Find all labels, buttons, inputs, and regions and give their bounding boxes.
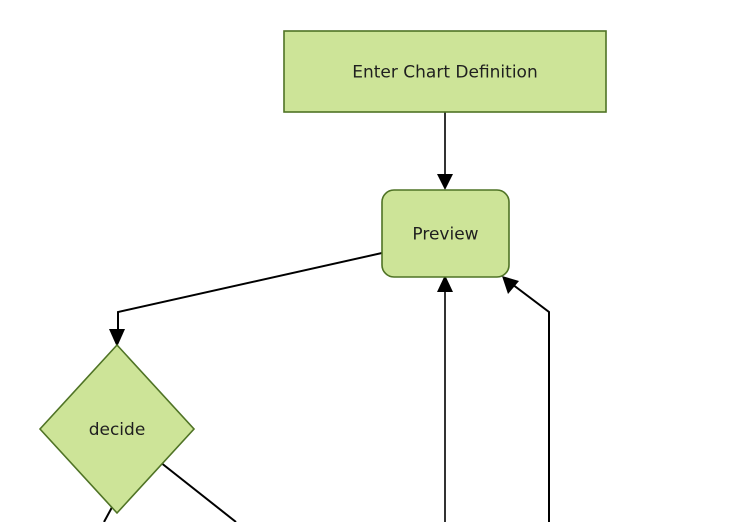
arrowhead-bottom-center-to-preview — [437, 275, 453, 292]
edge-group — [103, 112, 550, 522]
node-preview[interactable]: Preview — [381, 189, 510, 278]
node-group: Enter Chart Definition Preview decide — [38, 30, 607, 515]
node-preview-shape[interactable] — [381, 189, 510, 278]
edge-enter-to-preview — [437, 112, 453, 190]
node-enter-chart-definition[interactable]: Enter Chart Definition — [283, 30, 607, 113]
arrowhead-enter-to-preview — [437, 174, 453, 190]
edge-line-preview-to-decide — [117, 252, 383, 338]
edge-bottom-center-to-preview — [437, 275, 453, 522]
edge-bottom-right-to-preview — [502, 276, 550, 522]
edge-line-decide-right-out — [159, 461, 237, 522]
edge-line-bottom-right-to-preview — [507, 280, 550, 522]
node-decide-label: decide — [89, 420, 146, 440]
edge-preview-to-decide — [109, 252, 383, 347]
node-enter-chart-definition-shape[interactable] — [283, 30, 607, 113]
node-enter-chart-definition-label: Enter Chart Definition — [352, 63, 537, 83]
arrowhead-preview-to-decide — [109, 329, 125, 347]
node-decide-shape[interactable] — [38, 343, 196, 515]
edge-decide-right-out — [159, 461, 237, 522]
arrowhead-bottom-right-to-preview — [502, 276, 519, 294]
node-preview-label: Preview — [412, 225, 478, 245]
node-decide[interactable]: decide — [38, 343, 196, 515]
